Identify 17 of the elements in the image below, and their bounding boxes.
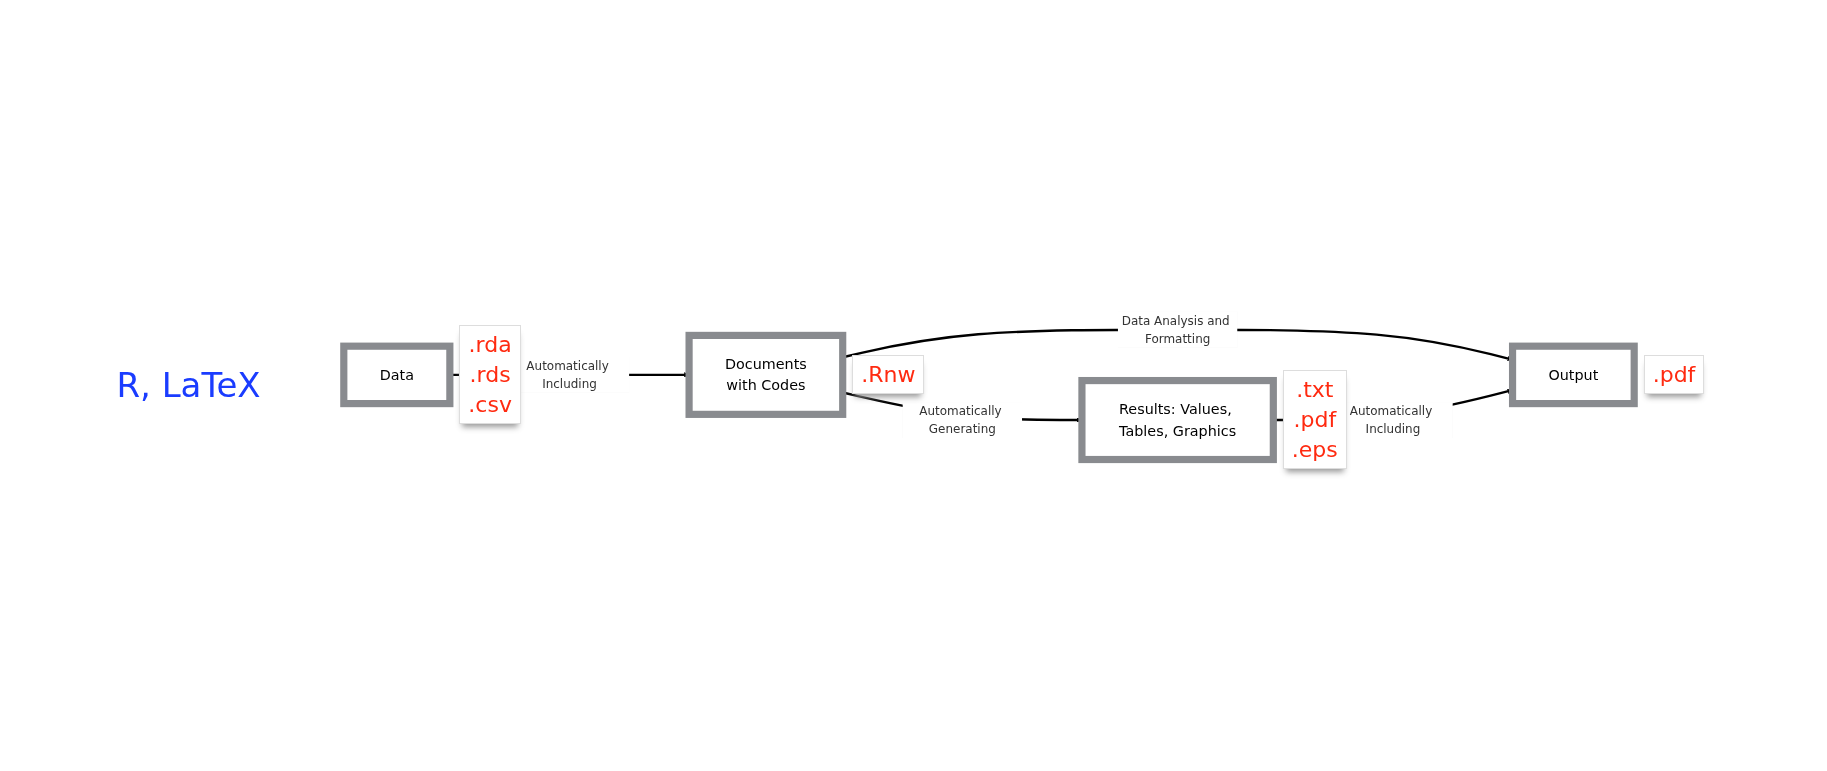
node-box: Output: [1508, 342, 1638, 407]
file-extension-text: .Rnw: [861, 360, 916, 389]
file-extension-text: .pdf: [1292, 406, 1338, 435]
file-extension-text: .eps: [1291, 435, 1338, 464]
file-extension-text: .pdf: [1652, 360, 1696, 389]
file-extension-text: .txt: [1295, 376, 1335, 405]
node-box: Data: [339, 342, 453, 407]
file-extension-text: .rds: [468, 360, 512, 389]
note-text: R, LaTeX: [115, 364, 262, 408]
edge-label: Automatically Including: [1349, 403, 1432, 437]
edge-label: Automatically Including: [525, 358, 609, 391]
node-box: Results: Values, Tables, Graphics: [1077, 376, 1277, 463]
edge-label: Automatically Generating: [918, 403, 1002, 437]
file-extension-text: .csv: [468, 390, 512, 419]
node-box: Documents with Codes: [685, 331, 846, 418]
edge-label: Data Analysis and Formatting: [1121, 313, 1230, 346]
file-extension-text: .rda: [468, 331, 512, 360]
